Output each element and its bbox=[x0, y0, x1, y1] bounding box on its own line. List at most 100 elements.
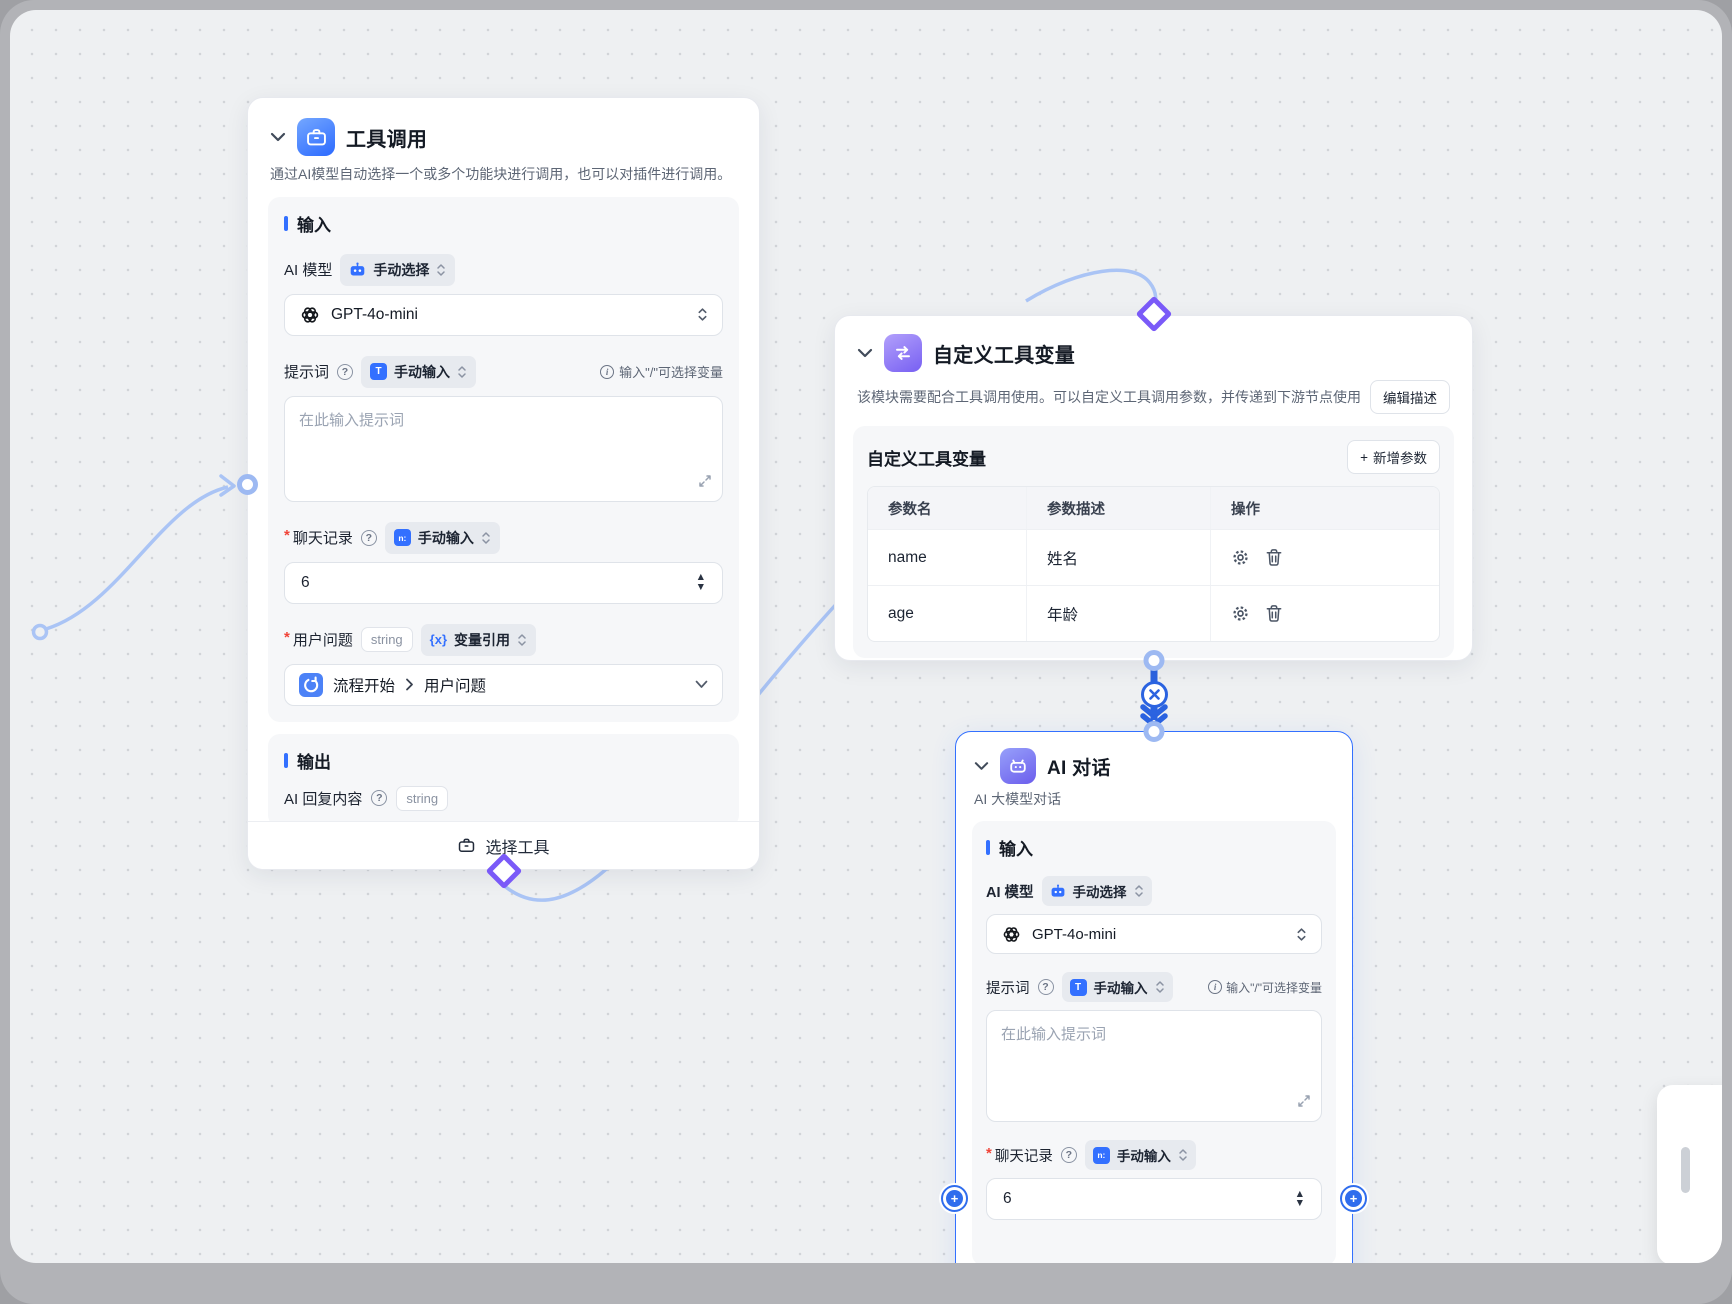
ai-model-label: AI 模型 bbox=[986, 881, 1034, 902]
prompt-textarea[interactable]: 在此输入提示词 bbox=[986, 1010, 1322, 1122]
collapse-chevron-icon[interactable] bbox=[857, 348, 873, 358]
output-handle[interactable] bbox=[1143, 650, 1164, 671]
gear-icon[interactable] bbox=[1231, 604, 1250, 623]
accent-bar bbox=[284, 753, 288, 768]
edit-description-button[interactable]: 编辑描述 bbox=[1370, 380, 1450, 414]
caret-updown-icon bbox=[457, 365, 467, 379]
caret-updown-icon bbox=[1134, 884, 1144, 898]
trash-icon[interactable] bbox=[1265, 604, 1283, 623]
question-ref-select[interactable]: 流程开始 用户问题 bbox=[284, 664, 723, 706]
edge-delete-button[interactable] bbox=[1141, 681, 1168, 708]
history-number-input[interactable]: 6 ▲ ▼ bbox=[284, 562, 723, 604]
param-name: age bbox=[868, 586, 1026, 641]
caret-updown-icon bbox=[436, 263, 446, 277]
trash-icon[interactable] bbox=[1265, 548, 1283, 567]
table-row: age 年龄 bbox=[868, 585, 1439, 641]
prompt-textarea[interactable]: 在此输入提示词 bbox=[284, 396, 723, 502]
input-section: 输入 AI 模型 手动选择 GPT-4o-mini 提示词 ? T bbox=[972, 821, 1336, 1263]
question-circle-icon: ? bbox=[337, 364, 353, 380]
caret-updown-icon bbox=[1178, 1148, 1188, 1162]
input-handle[interactable] bbox=[1144, 721, 1165, 742]
table-header-row: 参数名 参数描述 操作 bbox=[868, 487, 1439, 529]
collapse-chevron-icon[interactable] bbox=[270, 132, 286, 142]
expand-icon[interactable] bbox=[1297, 1094, 1311, 1113]
add-param-button[interactable]: + 新增参数 bbox=[1347, 440, 1440, 474]
node-tool-call[interactable]: 工具调用 通过AI模型自动选择一个或多个功能块进行调用，也可以对插件进行调用。 … bbox=[247, 97, 760, 870]
info-circle-icon: i bbox=[600, 365, 614, 379]
number-spinner[interactable]: ▲ ▼ bbox=[1295, 1191, 1305, 1208]
output-section: 输出 AI 回复内容 ? string bbox=[268, 734, 739, 827]
history-mode-tag[interactable]: n: 手动输入 bbox=[1085, 1140, 1196, 1170]
input-handle[interactable] bbox=[237, 474, 258, 495]
text-input-icon: T bbox=[1070, 979, 1087, 996]
variable-hint: i 输入"/"可选择变量 bbox=[1208, 979, 1322, 996]
prompt-placeholder: 在此输入提示词 bbox=[1001, 1026, 1106, 1043]
section-title: 输入 bbox=[986, 835, 1322, 860]
param-desc: 姓名 bbox=[1026, 530, 1210, 585]
spinner-down-icon[interactable]: ▼ bbox=[1295, 1200, 1305, 1207]
node-header: 工具调用 bbox=[248, 98, 759, 156]
collapse-chevron-icon[interactable] bbox=[974, 761, 989, 771]
variable-hint: i 输入"/"可选择变量 bbox=[600, 362, 723, 381]
required-mark: * bbox=[284, 527, 290, 544]
node-subtitle: AI 大模型对话 bbox=[956, 784, 1352, 809]
text-input-icon: T bbox=[370, 363, 387, 380]
output-label: AI 回复内容 bbox=[284, 788, 362, 809]
variables-icon bbox=[884, 334, 922, 372]
history-number-input[interactable]: 6 ▲ ▼ bbox=[986, 1178, 1322, 1220]
node-ai-chat[interactable]: AI 对话 AI 大模型对话 输入 AI 模型 手动选择 GPT-4o-mini bbox=[955, 731, 1353, 1263]
gear-icon[interactable] bbox=[1231, 548, 1250, 567]
node-custom-variables[interactable]: 自定义工具变量 该模块需要配合工具调用使用。可以自定义工具调用参数，并传递到下游… bbox=[834, 315, 1473, 661]
question-circle-icon: ? bbox=[1061, 1147, 1077, 1163]
edge-to-customvars-top[interactable] bbox=[1026, 270, 1156, 310]
table-row: name 姓名 bbox=[868, 529, 1439, 585]
number-spinner[interactable]: ▲ ▼ bbox=[696, 574, 706, 591]
spinner-down-icon[interactable]: ▼ bbox=[696, 584, 706, 591]
accent-bar bbox=[986, 840, 990, 855]
prompt-mode-tag[interactable]: T 手动输入 bbox=[361, 356, 476, 388]
briefcase-icon bbox=[297, 118, 335, 156]
question-mode-tag[interactable]: {x} 变量引用 bbox=[421, 624, 536, 656]
add-node-right-handle[interactable]: + bbox=[1340, 1185, 1367, 1212]
node-description: 通过AI模型自动选择一个或多个功能块进行调用，也可以对插件进行调用。 bbox=[248, 156, 759, 185]
ref-field: 用户问题 bbox=[424, 674, 486, 696]
node-title: AI 对话 bbox=[1047, 753, 1111, 780]
section-title: 输出 bbox=[284, 748, 723, 773]
col-header-desc: 参数描述 bbox=[1026, 487, 1210, 529]
prompt-label: 提示词 bbox=[284, 361, 329, 382]
model-select[interactable]: GPT-4o-mini bbox=[986, 914, 1322, 954]
number-input-icon: n: bbox=[1093, 1147, 1110, 1164]
drag-handle[interactable] bbox=[1681, 1147, 1690, 1193]
caret-updown-icon bbox=[517, 633, 527, 647]
input-section: 输入 AI 模型 手动选择 GPT-4o-mini 提示词 ? T bbox=[268, 197, 739, 722]
edge-start-ring[interactable] bbox=[34, 626, 47, 639]
history-mode-tag[interactable]: n: 手动输入 bbox=[385, 522, 500, 554]
info-circle-icon: i bbox=[1208, 980, 1222, 994]
briefcase-outline-icon bbox=[457, 836, 476, 855]
workflow-canvas[interactable]: 工具调用 通过AI模型自动选择一个或多个功能块进行调用，也可以对插件进行调用。 … bbox=[10, 10, 1722, 1263]
ai-model-label: AI 模型 bbox=[284, 259, 332, 280]
caret-updown-icon bbox=[1296, 927, 1307, 942]
history-label: 聊天记录 bbox=[995, 1145, 1053, 1166]
params-table: 参数名 参数描述 操作 name 姓名 age 年龄 bbox=[867, 486, 1440, 642]
param-name: name bbox=[868, 530, 1026, 585]
question-circle-icon: ? bbox=[361, 530, 377, 546]
tool-output-handle[interactable] bbox=[489, 856, 519, 886]
question-circle-icon: ? bbox=[371, 790, 387, 806]
add-node-left-handle[interactable]: + bbox=[941, 1185, 968, 1212]
collapsed-side-panel[interactable] bbox=[1657, 1085, 1722, 1263]
ref-source: 流程开始 bbox=[333, 674, 395, 696]
expand-icon[interactable] bbox=[698, 474, 712, 493]
prompt-mode-tag[interactable]: T 手动输入 bbox=[1062, 972, 1173, 1002]
chevron-right-icon bbox=[405, 678, 414, 691]
close-icon bbox=[1149, 689, 1160, 700]
model-mode-tag[interactable]: 手动选择 bbox=[340, 254, 455, 286]
model-select[interactable]: GPT-4o-mini bbox=[284, 294, 723, 336]
prompt-label: 提示词 bbox=[986, 977, 1030, 998]
node-title: 自定义工具变量 bbox=[933, 339, 1075, 368]
tool-input-handle[interactable] bbox=[1139, 299, 1169, 329]
type-badge: string bbox=[396, 786, 448, 811]
edge-left-to-toolcall[interactable] bbox=[46, 487, 228, 629]
model-mode-tag[interactable]: 手动选择 bbox=[1042, 876, 1152, 906]
